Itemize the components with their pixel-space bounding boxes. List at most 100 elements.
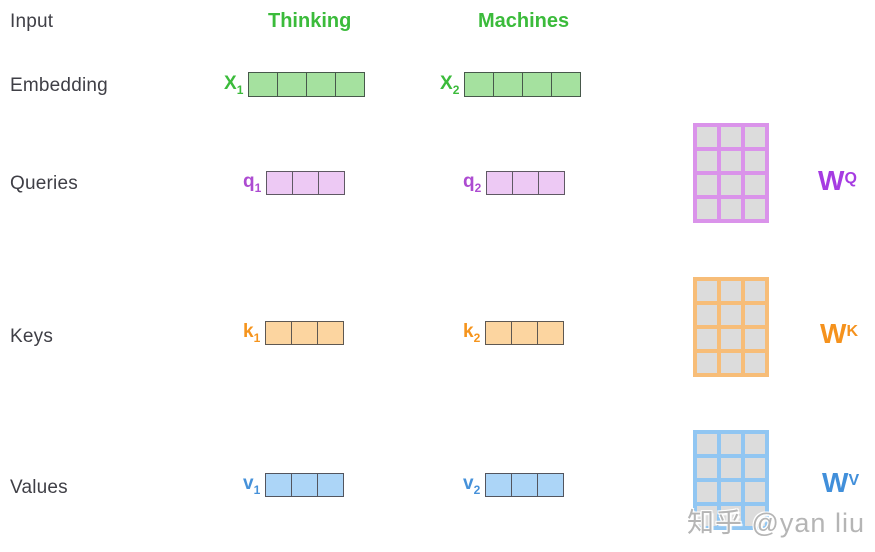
key-vector-k2-cells [485,321,565,345]
label-base: v [243,473,254,495]
key-vector-k1: k1 [243,321,345,345]
embedding-vector-x1-label: X1 [224,74,243,96]
weight-matrix-wk [693,277,769,377]
matrix-cell [721,175,741,195]
vector-cell [538,171,566,195]
embedding-vector-x2-cells [464,72,582,97]
matrix-cell [697,175,717,195]
matrix-cell [745,353,765,373]
value-vector-v1: v1 [243,473,345,497]
matrix-cell [745,175,765,195]
weight-matrix-wq-label: WQ [818,167,857,195]
matrix-cell [745,329,765,349]
matrix-cell [721,127,741,147]
matrix-cell [697,199,717,219]
label-base: q [243,171,255,193]
matrix-cell [721,329,741,349]
value-vector-v1-label: v1 [243,474,260,496]
label-sup: Q [844,170,857,187]
row-label-embedding: Embedding [10,75,108,96]
key-vector-k1-cells [265,321,345,345]
label-sub: 2 [474,180,482,195]
label-base: W [822,467,849,498]
matrix-cell [721,151,741,171]
embedding-vector-x2: X2 [440,72,582,97]
embedding-vector-x1-cells [248,72,366,97]
key-vector-k2-label: k2 [463,322,480,344]
matrix-cell [745,434,765,454]
weight-matrix-wk-label: WK [820,320,858,348]
query-vector-q1-cells [266,171,346,195]
label-sub: 1 [253,330,261,345]
vector-cell [551,72,582,97]
vector-cell [486,171,514,195]
label-base: q [463,171,475,193]
matrix-cell [721,458,741,478]
matrix-cell [721,506,741,526]
label-base: k [243,321,254,343]
matrix-cell [697,305,717,325]
vector-cell [511,321,539,345]
value-vector-v2-label: v2 [463,474,480,496]
label-base: X [440,72,453,94]
label-sup: V [848,472,860,489]
matrix-cell [745,151,765,171]
vector-cell [291,473,319,497]
matrix-cell [697,151,717,171]
matrix-cell [697,329,717,349]
vector-cell [511,473,539,497]
matrix-cell [697,281,717,301]
matrix-cell [745,458,765,478]
vector-cell [522,72,553,97]
watermark: 知乎 @yan liu [687,508,865,538]
value-vector-v1-cells [265,473,345,497]
vector-cell [537,321,565,345]
vector-cell [248,72,279,97]
label-sub: 2 [452,82,460,97]
label-base: X [224,72,237,94]
vector-cell [266,171,294,195]
query-vector-q2-label: q2 [463,172,481,194]
weight-matrix-wv [693,430,769,530]
vector-cell [317,321,345,345]
input-word-machines: Machines [478,10,570,32]
value-vector-v2-cells [485,473,565,497]
key-vector-k2: k2 [463,321,565,345]
label-sub: 1 [236,82,244,97]
label-base: W [820,318,847,349]
row-label-keys: Keys [10,326,54,347]
label-sub: 2 [473,482,481,497]
vector-cell [318,171,346,195]
vector-cell [265,321,293,345]
matrix-cell [697,353,717,373]
matrix-cell [745,199,765,219]
vector-cell [485,321,513,345]
vector-cell [317,473,345,497]
vector-cell [493,72,524,97]
matrix-cell [697,434,717,454]
matrix-cell [697,458,717,478]
query-vector-q1-label: q1 [243,172,261,194]
vector-cell [265,473,293,497]
value-vector-v2: v2 [463,473,565,497]
matrix-cell [745,127,765,147]
label-sub: 1 [253,482,261,497]
embedding-vector-x1: X1 [224,72,366,97]
weight-matrix-wq [693,123,769,223]
key-vector-k1-label: k1 [243,322,260,344]
vector-cell [537,473,565,497]
matrix-cell [721,199,741,219]
matrix-cell [721,482,741,502]
vector-cell [306,72,337,97]
matrix-cell [721,353,741,373]
row-label-values: Values [10,477,68,498]
input-word-thinking: Thinking [268,10,352,32]
vector-cell [291,321,319,345]
vector-cell [292,171,320,195]
query-vector-q2: q2 [463,171,566,195]
matrix-cell [721,281,741,301]
vector-cell [335,72,366,97]
matrix-cell [745,281,765,301]
row-label-queries: Queries [10,173,78,194]
label-base: v [463,473,474,495]
